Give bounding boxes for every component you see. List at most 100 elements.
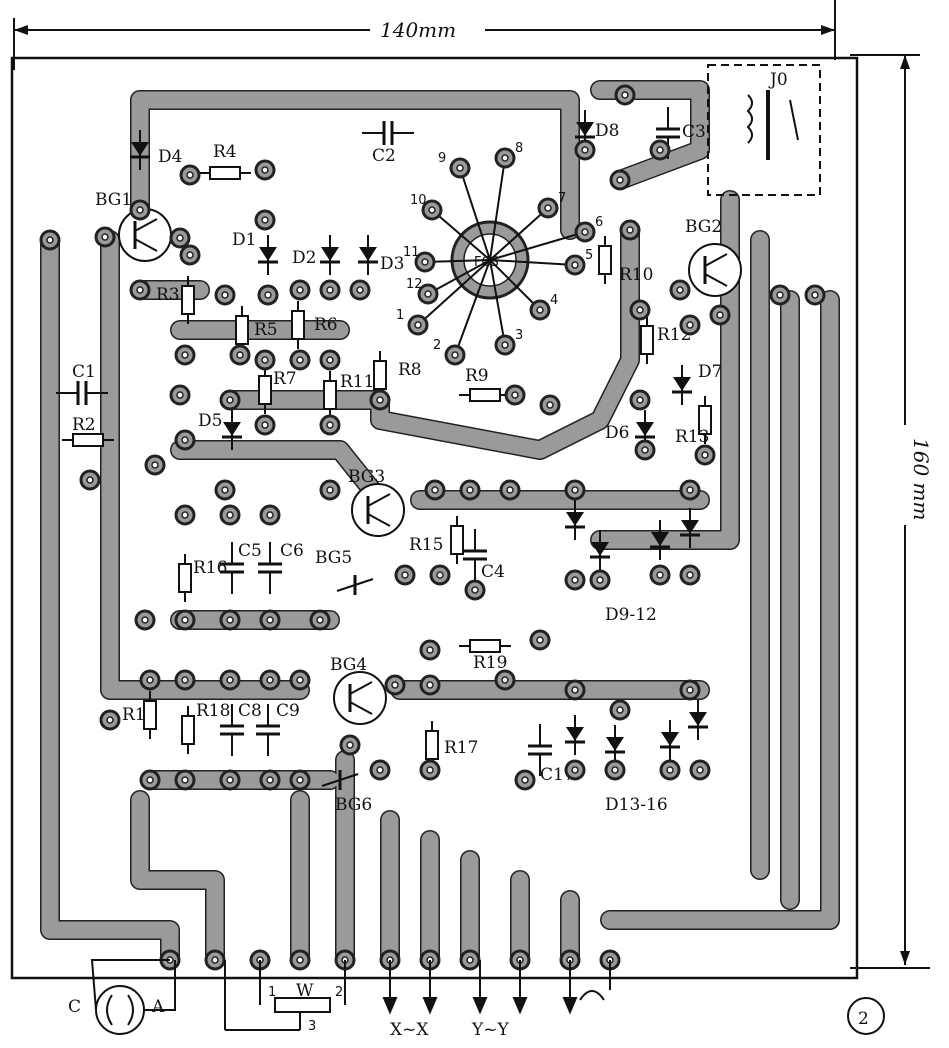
diode-d5: D5 bbox=[198, 410, 242, 450]
resistor-label: R2 bbox=[72, 415, 96, 435]
board-outline bbox=[10, 56, 859, 980]
resistor-label: R10 bbox=[619, 265, 653, 285]
resistor-label: R16 bbox=[193, 558, 227, 578]
height-label: 160 mm bbox=[909, 438, 933, 520]
meter: C A bbox=[68, 959, 176, 1035]
pad bbox=[179, 244, 201, 266]
pad bbox=[39, 229, 61, 251]
transistor-bg5: BG5 bbox=[315, 548, 374, 595]
resistor-label: R4 bbox=[213, 142, 237, 162]
capacitor-c4: C4 bbox=[463, 529, 505, 582]
pad bbox=[139, 669, 161, 691]
svg-text:2: 2 bbox=[858, 1009, 869, 1029]
resistor-r1: R1 bbox=[122, 691, 157, 739]
pad bbox=[339, 734, 361, 756]
diode-label: D8 bbox=[595, 121, 619, 141]
figure-number: 2 bbox=[847, 997, 885, 1035]
dimension-140mm: 140mm bbox=[13, 0, 836, 70]
tube-pin-pad bbox=[574, 221, 596, 243]
pad bbox=[504, 384, 526, 406]
pad bbox=[254, 209, 276, 231]
pad bbox=[254, 159, 276, 181]
pad bbox=[259, 504, 281, 526]
capacitor-label: C8 bbox=[238, 701, 262, 721]
pad bbox=[369, 389, 391, 411]
meter-terminal-a: A bbox=[151, 997, 165, 1017]
tube-pin-pad bbox=[444, 344, 466, 366]
pad bbox=[384, 674, 406, 696]
diode-d1: D1 bbox=[232, 230, 278, 275]
pad bbox=[254, 349, 276, 371]
output-terminals: X~X Y~Y bbox=[382, 960, 611, 1040]
tube-pin-12: 12 bbox=[406, 277, 423, 292]
resistor-label: R19 bbox=[473, 653, 507, 673]
pad bbox=[169, 384, 191, 406]
pad bbox=[669, 279, 691, 301]
pad bbox=[424, 479, 446, 501]
capacitor-c1: C1 bbox=[56, 362, 108, 405]
pad bbox=[319, 414, 341, 436]
diode-d4: D4 bbox=[130, 130, 182, 170]
diode-label: D13-16 bbox=[605, 795, 668, 815]
tube-pin-7: 7 bbox=[558, 191, 566, 206]
diode-d6: D6 bbox=[605, 410, 655, 450]
pad bbox=[499, 479, 521, 501]
diode-d8: D8 bbox=[575, 110, 619, 150]
capacitor-label: C6 bbox=[280, 541, 304, 561]
pad bbox=[319, 349, 341, 371]
resistor-r2: R2 bbox=[62, 415, 114, 447]
transistor-label: BG3 bbox=[348, 467, 385, 487]
potentiometer-w: 1 W 2 3 bbox=[224, 960, 346, 1034]
capacitor-label: C4 bbox=[481, 562, 505, 582]
resistor-r3: R3 bbox=[156, 276, 195, 324]
resistor-label: R1 bbox=[122, 705, 146, 725]
pad bbox=[464, 579, 486, 601]
resistor-r18: R18 bbox=[181, 701, 230, 754]
resistor-r6: R6 bbox=[291, 301, 338, 349]
pad bbox=[174, 429, 196, 451]
pad bbox=[619, 219, 641, 241]
pad bbox=[804, 284, 826, 306]
transistor-label: BG2 bbox=[685, 217, 722, 237]
transistor-label: BG4 bbox=[330, 655, 367, 675]
tube-pin-9: 9 bbox=[438, 151, 446, 166]
pad bbox=[459, 949, 481, 971]
pad bbox=[494, 669, 516, 691]
pad bbox=[319, 279, 341, 301]
diode-label: D6 bbox=[605, 423, 629, 443]
capacitor-label: C5 bbox=[238, 541, 262, 561]
diode-d2: D2 bbox=[292, 235, 340, 275]
tube-pin-pad bbox=[449, 157, 471, 179]
pad bbox=[309, 609, 331, 631]
pad bbox=[564, 679, 586, 701]
pad bbox=[689, 759, 711, 781]
transistor-label: BG1 bbox=[95, 190, 132, 210]
resistor-label: R8 bbox=[398, 360, 422, 380]
resistor-label: R7 bbox=[273, 369, 297, 389]
dimension-160mm: 160 mm bbox=[850, 54, 933, 969]
tube-pin-4: 4 bbox=[550, 293, 558, 308]
capacitor-label: C2 bbox=[372, 146, 396, 166]
pad bbox=[174, 769, 196, 791]
pad bbox=[219, 769, 241, 791]
diode-label: D4 bbox=[158, 147, 182, 167]
capacitor-label: C3 bbox=[682, 122, 706, 142]
pad bbox=[429, 564, 451, 586]
pad bbox=[257, 284, 279, 306]
resistor-r8: R8 bbox=[373, 351, 422, 399]
tube-pin-pad bbox=[529, 299, 551, 321]
pad bbox=[79, 469, 101, 491]
pad bbox=[564, 479, 586, 501]
diode-d7: D7 bbox=[672, 362, 722, 405]
resistor-r13: R13 bbox=[675, 396, 712, 447]
transistor-bg2: BG2 bbox=[685, 217, 742, 297]
pad bbox=[769, 284, 791, 306]
pad bbox=[174, 669, 196, 691]
pad bbox=[129, 199, 151, 221]
transistor-bg4: BG4 bbox=[330, 655, 387, 725]
capacitor-c9: C9 bbox=[256, 701, 300, 756]
resistor-label: R13 bbox=[675, 427, 709, 447]
pad bbox=[419, 759, 441, 781]
pad bbox=[649, 564, 671, 586]
pad bbox=[129, 279, 151, 301]
